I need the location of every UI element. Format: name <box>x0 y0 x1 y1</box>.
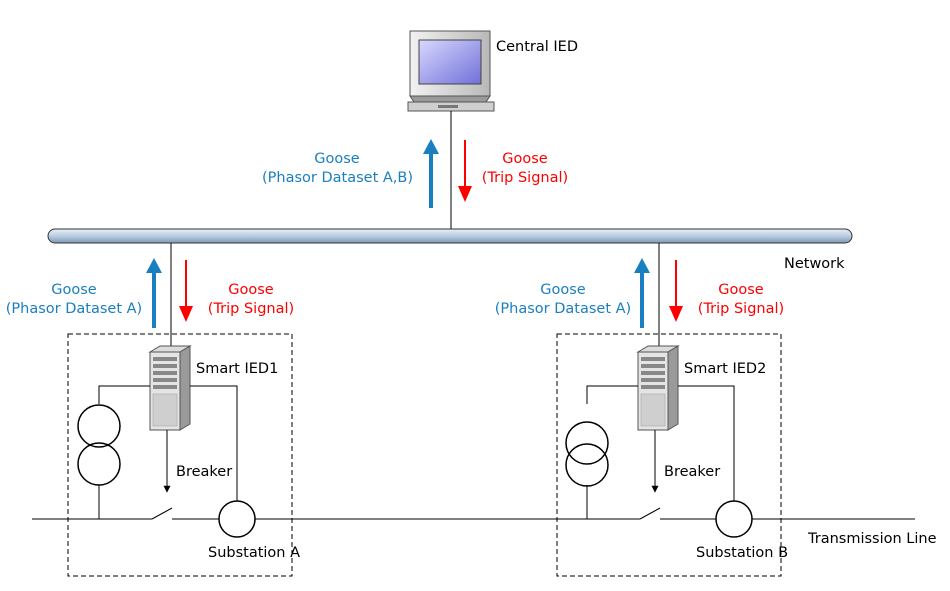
substation-b-goose-down-arrow <box>669 260 683 322</box>
network-bus <box>47 228 853 244</box>
substation-a-goose-up-line1: Goose <box>51 282 97 298</box>
substation-a-goose-down-line1: Goose <box>228 282 274 298</box>
smart-ied2-label: Smart IED2 <box>684 361 767 377</box>
central-goose-down-label: Goose (Trip Signal) <box>470 150 580 188</box>
substation-b-vt-icon <box>715 500 753 538</box>
transmission-line-label: Transmission Line <box>808 531 937 547</box>
substation-b-goose-up-line1: Goose <box>540 282 586 298</box>
substation-b-goose-down-line1: Goose <box>718 282 764 298</box>
central-goose-up-line1: Goose <box>314 151 360 167</box>
substation-a-ct-icon <box>77 404 121 486</box>
substation-b-goose-up-line2: (Phasor Dataset A) <box>494 301 632 317</box>
substation-b-boundary <box>556 333 782 577</box>
substation-b-breaker-label: Breaker <box>664 464 721 480</box>
smart-ied1-label: Smart IED1 <box>196 361 279 377</box>
smart-ied1-server-icon <box>148 345 192 431</box>
substation-a-breaker-label: Breaker <box>176 464 233 480</box>
central-goose-down-line2: (Trip Signal) <box>481 170 569 186</box>
central-goose-down-line1: Goose <box>502 151 548 167</box>
substation-a-name: Substation A <box>208 545 301 561</box>
substation-a-vt-icon <box>218 500 256 538</box>
substation-a-goose-up-label: Goose (Phasor Dataset A) <box>0 281 148 319</box>
substation-a-goose-down-arrow <box>179 260 193 322</box>
substation-b-goose-down-line2: (Trip Signal) <box>697 301 785 317</box>
substation-a-wiring <box>98 385 238 519</box>
substation-a-goose-up-arrow <box>146 258 162 328</box>
substation-b-goose-down-label: Goose (Trip Signal) <box>686 281 796 319</box>
central-goose-up-label: Goose (Phasor Dataset A,B) <box>262 150 413 188</box>
breaker-a-switch <box>151 507 173 520</box>
central-goose-up-arrow <box>423 139 439 208</box>
breaker-b-switch <box>639 507 661 520</box>
substation-a-goose-up-line2: (Phasor Dataset A) <box>5 301 143 317</box>
smart-ied2-server-icon <box>636 345 680 431</box>
central-ied-computer-icon <box>407 30 495 112</box>
substation-a-goose-down-line2: (Trip Signal) <box>207 301 295 317</box>
substation-a-boundary <box>67 333 293 577</box>
transmission-line <box>32 507 915 520</box>
substation-b-ct-icon <box>565 421 609 487</box>
substation-a-goose-down-label: Goose (Trip Signal) <box>196 281 306 319</box>
central-goose-up-line2: (Phasor Dataset A,B) <box>262 170 413 186</box>
central-goose-down-arrow <box>458 140 472 202</box>
substation-b-goose-up-label: Goose (Phasor Dataset A) <box>489 281 637 319</box>
central-ied-label: Central IED <box>496 39 579 55</box>
substation-b-wiring <box>586 385 735 519</box>
network-label: Network <box>784 256 845 272</box>
substation-b-goose-up-arrow <box>634 258 650 328</box>
substation-b-name: Substation B <box>696 545 789 561</box>
